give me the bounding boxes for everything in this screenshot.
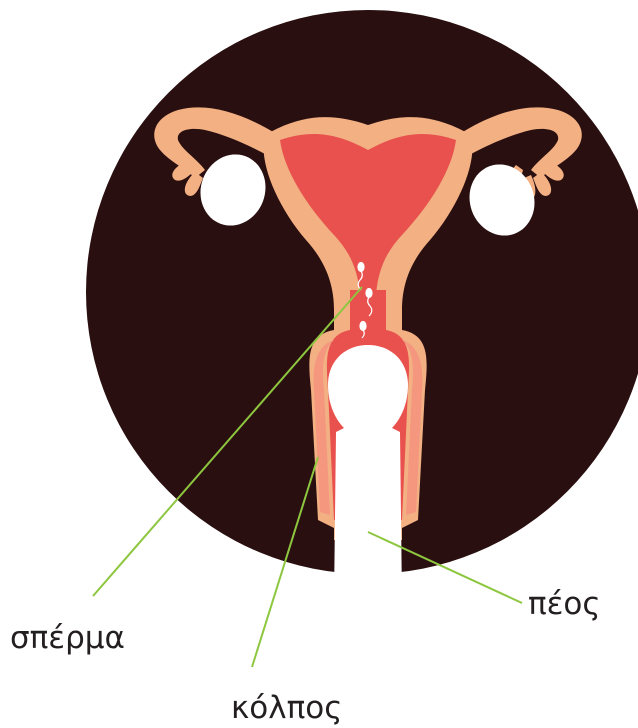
penis-label: πέος (528, 586, 601, 622)
penis (328, 345, 408, 600)
vagina-label: κόλπος (231, 690, 342, 726)
sperm-label: σπέρμα (10, 620, 125, 656)
